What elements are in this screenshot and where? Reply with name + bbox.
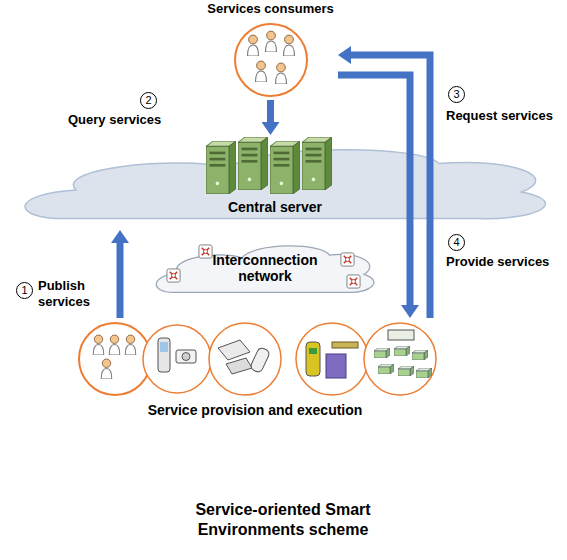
device-circles	[70, 318, 440, 400]
node-label: Central server	[200, 199, 350, 215]
arrow-label: Publish services	[38, 278, 110, 309]
provision-group: Service provision and execution	[70, 318, 440, 422]
node-label: Interconnection network	[190, 252, 340, 284]
network-cloud-node: Interconnection network	[150, 236, 380, 300]
server-cloud-node: Central server	[10, 135, 560, 230]
callout-number: 1	[16, 282, 33, 299]
diagram-title: Service-oriented Smart Environments sche…	[158, 500, 408, 540]
flow-arrow	[267, 100, 274, 122]
consumers-circle	[206, 20, 336, 100]
flow-arrow	[117, 243, 124, 318]
node-label: Services consumers	[203, 2, 338, 17]
consumer-group: Services consumers	[203, 2, 338, 100]
server-rack	[206, 137, 356, 197]
arrow-label: Request services	[446, 108, 564, 124]
arrow-label: Query services	[68, 112, 180, 128]
callout-number: 2	[140, 92, 157, 109]
node-label: Service provision and execution	[70, 402, 440, 418]
arrow-label: Provide services	[446, 254, 564, 270]
callout-number: 4	[448, 234, 465, 251]
callout-number: 3	[448, 86, 465, 103]
